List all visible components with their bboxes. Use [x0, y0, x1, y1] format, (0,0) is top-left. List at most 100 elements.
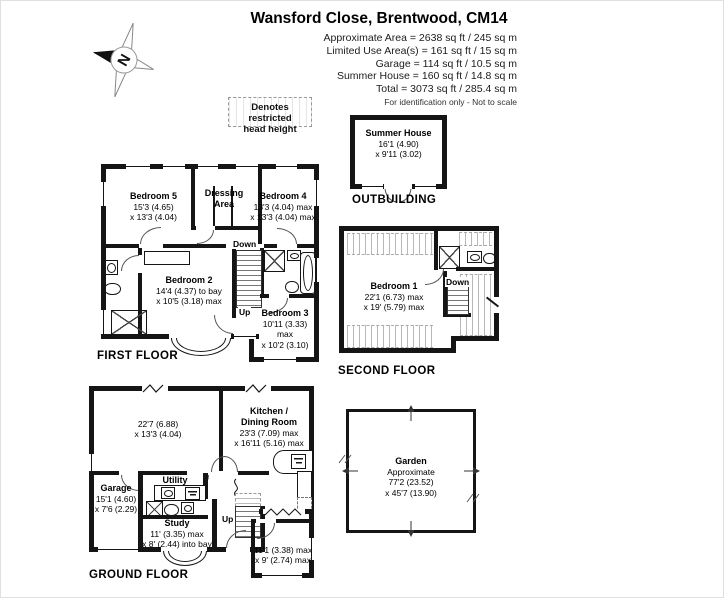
wall	[251, 519, 255, 578]
bedroom3-label: Bedroom 3 10'11 (3.33) max x 10'2 (3.10)	[261, 308, 309, 350]
window	[125, 164, 151, 169]
first-floor-caption: FIRST FLOOR	[97, 350, 179, 362]
wall	[339, 348, 456, 353]
break-mark-icon	[142, 384, 164, 393]
wall	[260, 294, 319, 298]
wall	[212, 499, 217, 547]
washer-icon	[185, 487, 200, 500]
door-arc	[121, 255, 139, 271]
area-line: Summer House = 160 sq ft / 14.8 sq m	[336, 70, 517, 83]
door-opening	[277, 244, 297, 248]
door-opening	[187, 471, 238, 475]
second-floor-caption: SECOND FLOOR	[338, 365, 436, 377]
stairs-upper-flight	[235, 493, 261, 507]
door-arc	[211, 456, 225, 472]
window	[414, 184, 437, 189]
boundary-break-icon	[466, 493, 480, 503]
oven-icon	[291, 454, 306, 469]
disclaimer: For identification only - Not to scale	[384, 97, 517, 107]
window	[314, 257, 319, 283]
bedroom1-label: Bedroom 1 22'1 (6.73) max x 19' (5.79) m…	[363, 281, 425, 313]
bathtub-icon	[300, 252, 316, 294]
extent-arrow-icon	[342, 467, 358, 475]
dressing-area-label: Dressing Area	[204, 188, 244, 209]
break-mark-icon	[245, 384, 267, 393]
wall	[191, 226, 262, 230]
ground-floor-caption: GROUND FLOOR	[89, 569, 189, 581]
area-line: Total = 3073 sq ft / 285.4 sq m	[376, 83, 517, 96]
door-opening	[263, 509, 305, 514]
bedroom5-label: Bedroom 5 15'3 (4.65) x 13'3 (4.04)	[129, 191, 177, 223]
stairs-up-label: Up	[238, 307, 252, 317]
wall	[451, 336, 499, 341]
wall	[260, 248, 264, 298]
wall	[232, 248, 236, 310]
door-opening	[196, 226, 215, 230]
window	[261, 573, 303, 578]
wall	[494, 226, 499, 341]
door-arc	[277, 228, 297, 244]
kitchen-label: Kitchen / Dining Room 23'3 (7.09) max x …	[234, 406, 304, 449]
extent-arrow-icon	[407, 521, 415, 537]
window	[263, 357, 297, 362]
area-summary: Approximate Area = 2638 sq ft / 245 sq m…	[241, 32, 518, 96]
door-opening	[384, 184, 412, 189]
wall	[339, 226, 344, 353]
toilet-icon	[285, 281, 299, 293]
wall	[101, 164, 106, 339]
wall	[451, 336, 456, 353]
area-line: Garage = 114 sq ft / 10.5 sq m	[375, 57, 517, 70]
sink-icon	[287, 250, 301, 261]
extent-arrow-icon	[464, 467, 480, 475]
shower-icon	[111, 310, 147, 335]
door-opening	[119, 471, 139, 475]
wall	[258, 169, 262, 244]
door-arc	[224, 456, 238, 472]
wall	[213, 186, 215, 228]
restricted-height-hatch	[347, 233, 433, 255]
stairs-down-label: Down	[445, 277, 471, 287]
door-arc	[226, 530, 246, 548]
wardrobe	[144, 251, 190, 265]
door-arc	[214, 315, 233, 334]
restricted-height-hatch	[347, 325, 433, 348]
utility-label: Utility	[162, 475, 188, 485]
legend-line: head height	[243, 124, 297, 135]
garden-label: Garden Approximate 77'2 (23.52) x 45'7 (…	[385, 456, 437, 498]
sink-icon	[161, 487, 175, 499]
study-label: Study 11' (3.35) max x 8' (2.44) into ba…	[142, 518, 212, 550]
wall	[89, 471, 269, 475]
sink-icon	[181, 502, 194, 514]
wall	[191, 169, 195, 229]
window	[197, 164, 219, 169]
door-arc	[257, 523, 275, 539]
wall	[249, 339, 254, 362]
boundary-break-icon	[338, 454, 352, 464]
wall	[434, 229, 438, 270]
summer-house-label: Summer House 16'1 (4.90) x 9'11 (3.02)	[365, 128, 432, 160]
window	[309, 537, 314, 561]
door-opening	[256, 519, 276, 523]
toilet-icon	[483, 253, 496, 264]
wall-break	[142, 385, 168, 393]
window	[275, 164, 298, 169]
window	[233, 334, 257, 339]
wall	[456, 267, 499, 271]
bay-window	[171, 338, 231, 356]
restricted-height-hatch	[459, 232, 492, 246]
wall-break	[245, 385, 271, 393]
stairs-up-label: Up	[221, 514, 235, 524]
window	[314, 179, 319, 207]
window	[101, 181, 106, 207]
bifold-door-icon	[264, 508, 302, 516]
sink-icon	[104, 260, 118, 275]
wall	[231, 186, 233, 228]
door-opening	[226, 547, 250, 552]
stairs	[236, 250, 262, 308]
outbuilding-caption: OUTBUILDING	[352, 194, 437, 206]
window	[361, 184, 384, 189]
sink-icon	[467, 251, 482, 263]
wall	[89, 386, 314, 391]
kitchen-counter	[297, 471, 312, 499]
